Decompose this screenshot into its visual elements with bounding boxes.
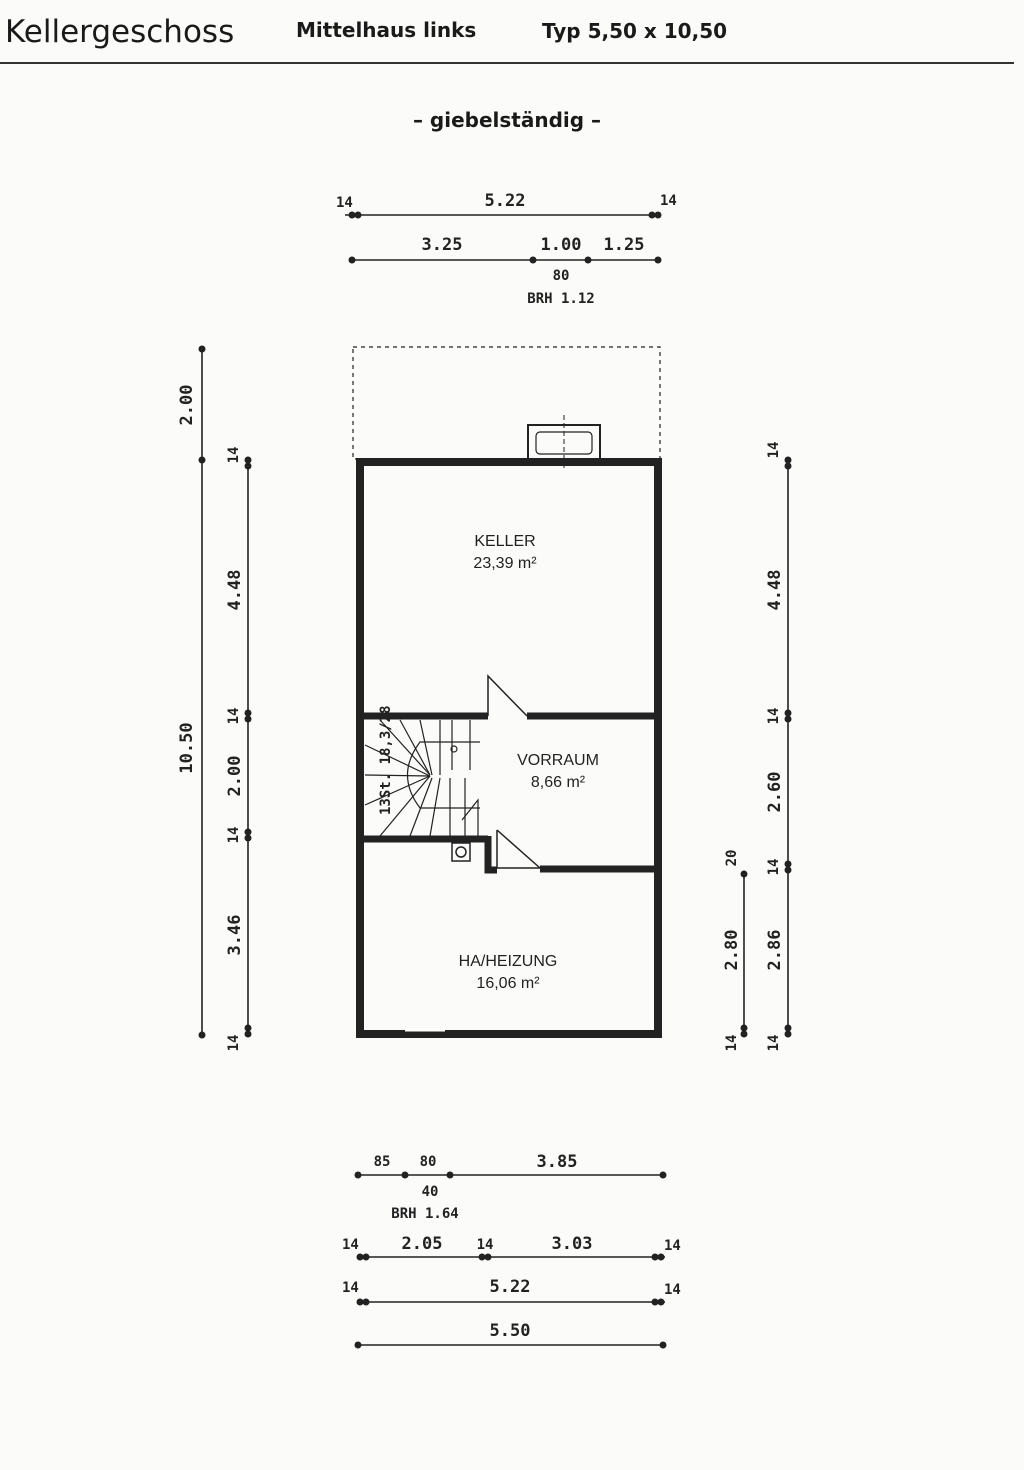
dim-label: 5.50 <box>490 1321 531 1341</box>
dim-label: 2.60 <box>765 772 785 813</box>
room-name-vorraum: VORRAUM <box>517 752 599 769</box>
door-keller <box>487 674 528 717</box>
dimension-lines <box>198 211 792 1349</box>
dim-label: 14 <box>664 1282 681 1298</box>
outer-walls <box>356 458 662 1038</box>
header-divider <box>0 62 1014 64</box>
dim-label: 4.48 <box>765 570 785 611</box>
dim-label: 5.22 <box>490 1277 531 1297</box>
dim-label: 80 <box>420 1154 437 1170</box>
dim-label: 14 <box>342 1280 359 1296</box>
dim-label: 14 <box>664 1238 681 1254</box>
terrace-outline <box>352 346 661 460</box>
interior-walls <box>360 712 658 874</box>
dim-label: 14 <box>336 195 353 211</box>
window-sill-height: BRH 1.12 <box>527 291 594 307</box>
dim-label: 14 <box>766 859 782 876</box>
dim-label: 3.46 <box>225 915 245 956</box>
room-name-keller: KELLER <box>474 533 535 550</box>
dim-label: 14 <box>226 1035 242 1052</box>
dim-label: 2.86 <box>765 930 785 971</box>
window-sill-height: BRH 1.64 <box>391 1206 458 1222</box>
dim-label: 85 <box>374 1154 391 1170</box>
house-position: Mittelhaus links <box>296 18 477 42</box>
window-width: 40 <box>422 1184 439 1200</box>
stair-label: 13St. 18,3/28 <box>378 705 394 815</box>
dim-label: 14 <box>226 827 242 844</box>
dim-label: 14 <box>477 1237 494 1253</box>
dim-label: 2.00 <box>177 385 197 426</box>
dim-label: 20 <box>724 850 740 867</box>
staircase <box>364 719 480 837</box>
dim-label: 14 <box>766 1035 782 1052</box>
dim-label: 14 <box>766 442 782 459</box>
dim-label: 14 <box>724 1035 740 1052</box>
orientation-label: – giebelständig – <box>412 108 602 132</box>
dim-label: 2.05 <box>402 1234 443 1254</box>
dim-label: 1.25 <box>604 235 645 255</box>
page-title: Kellergeschoss <box>5 14 235 50</box>
dim-label: 2.00 <box>225 756 245 797</box>
dim-label: 2.80 <box>722 930 742 971</box>
dim-label: 14 <box>660 193 677 209</box>
room-name-heizung: HA/HEIZUNG <box>459 953 558 970</box>
dim-label: 14 <box>342 1237 359 1253</box>
dim-label: 4.48 <box>225 570 245 611</box>
house-type: Typ 5,50 x 10,50 <box>542 19 728 43</box>
dim-label: 3.03 <box>552 1234 593 1254</box>
door-heizung <box>496 830 540 869</box>
window-width: 80 <box>553 268 570 284</box>
dim-label: 1.00 <box>541 235 582 255</box>
room-area-heizung: 16,06 m² <box>476 975 540 992</box>
dim-label: 14 <box>226 708 242 725</box>
dim-label: 10.50 <box>177 722 197 773</box>
dim-label: 14 <box>226 447 242 464</box>
dim-label: 14 <box>766 708 782 725</box>
chimney <box>451 842 471 862</box>
dim-label: 3.25 <box>422 235 463 255</box>
room-area-keller: 23,39 m² <box>473 555 537 572</box>
dim-label: 5.22 <box>485 191 526 211</box>
room-area-vorraum: 8,66 m² <box>531 774 586 791</box>
dim-label: 3.85 <box>537 1152 578 1172</box>
